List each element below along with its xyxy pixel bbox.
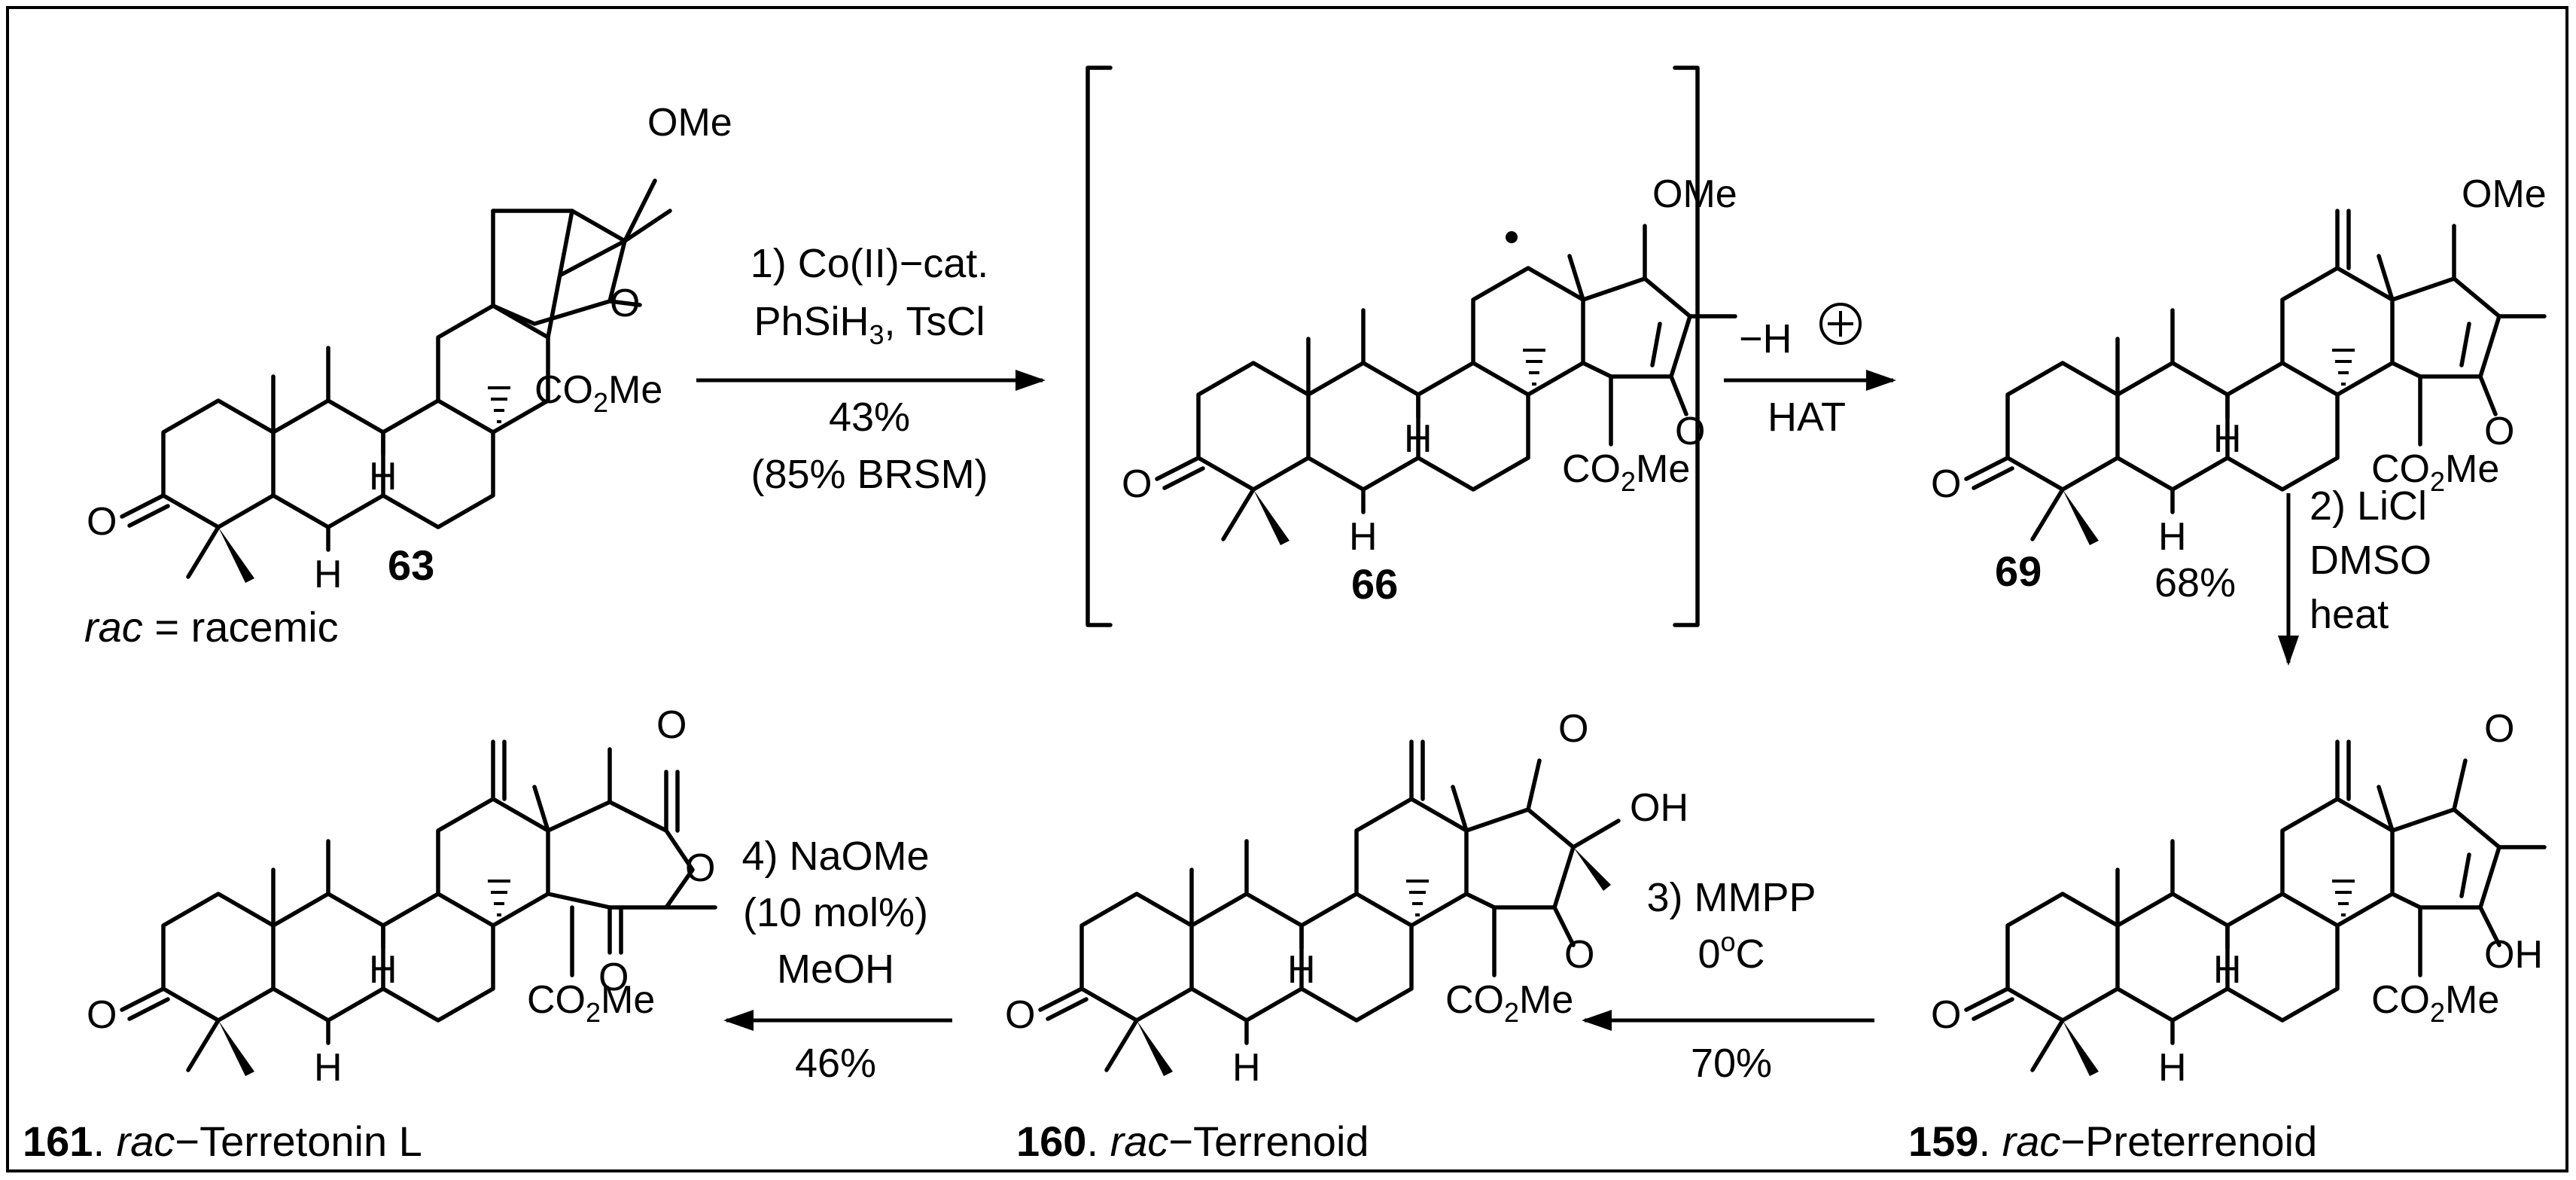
c69-c3-o: O xyxy=(1931,462,1961,506)
step1-silane: PhSiH3, TsCl xyxy=(754,299,985,350)
c159-h-9: H xyxy=(2213,948,2242,992)
c160-h-5: H xyxy=(1232,1046,1261,1090)
c161-ring-o: O xyxy=(685,846,715,890)
step2-yield: 68% xyxy=(2154,560,2236,605)
compound-159-label: 159. rac−Preterrenoid xyxy=(1908,1117,2317,1165)
c66-h-9: H xyxy=(1404,417,1433,461)
step2-solvent: DMSO xyxy=(2310,538,2431,583)
c159-ketone-o: O xyxy=(2484,707,2514,751)
c69-h-9: H xyxy=(2213,417,2242,461)
c69-h-5: H xyxy=(2158,515,2187,559)
c63-ome-label: OMe xyxy=(647,101,732,145)
c159-c3-o: O xyxy=(1931,993,1961,1037)
step3-temperature: 0oC xyxy=(1698,926,1765,977)
c160-oh: OH xyxy=(1630,786,1688,830)
compound-159: O OH O H H CO2Me xyxy=(1931,707,2547,1090)
compound-69: OMe O O H H CO2Me xyxy=(1931,172,2547,559)
plus-circle-icon xyxy=(1819,303,1862,345)
c63-h-9: H xyxy=(369,455,397,499)
compound-160-label: 160. rac−Terrenoid xyxy=(1016,1117,1369,1165)
c161-lactone-co: O xyxy=(656,703,687,747)
c161-ketone-o: O xyxy=(598,956,629,999)
step4-yield: 46% xyxy=(795,1041,876,1086)
step4-loading: (10 mol%) xyxy=(743,890,928,935)
scheme-frame xyxy=(6,6,2568,1172)
hat-label: HAT xyxy=(1768,395,1846,440)
step1-yield: 43% xyxy=(829,395,910,440)
compound-66: OMe O O H H CO2Me xyxy=(1122,172,1737,559)
c69-ketone-o: O xyxy=(2484,410,2514,453)
compound-number-63: 63 xyxy=(388,541,434,589)
c161-h-9: H xyxy=(369,948,397,992)
compound-161-label: 161. rac−Terretonin L xyxy=(23,1117,422,1165)
c63-ketone-o: O xyxy=(610,282,640,325)
bracket-right xyxy=(1673,66,1700,627)
step1-reagent: 1) Co(II)−cat. xyxy=(751,241,989,286)
step4-solvent: MeOH xyxy=(777,947,894,992)
hat-proton-loss: −H xyxy=(1739,316,1792,361)
step4-reagent: 4) NaOMe xyxy=(741,834,929,879)
compound-number-66: 66 xyxy=(1351,560,1398,608)
step1-brsm: (85% BRSM) xyxy=(751,452,988,497)
c159-enol-oh: OH xyxy=(2484,933,2543,977)
c160-ester: CO2Me xyxy=(1445,978,1573,1028)
c66-ome-label: OMe xyxy=(1652,172,1737,216)
step2-reagent: 2) LiCl xyxy=(2310,483,2427,529)
c161-ester: CO2Me xyxy=(527,978,655,1028)
c161-c3-o: O xyxy=(87,993,117,1037)
c63-ester: CO2Me xyxy=(534,368,662,418)
step3-reagent: 3) MMPP xyxy=(1646,875,1816,920)
c69-ester: CO2Me xyxy=(2371,447,2499,497)
c160-ketone-o-top: O xyxy=(1558,707,1588,751)
c161-h-5: H xyxy=(314,1046,343,1090)
c66-h-5: H xyxy=(1349,515,1378,559)
c160-h-9: H xyxy=(1287,948,1316,992)
c160-ketone-o-bottom: O xyxy=(1564,933,1594,977)
step3-yield: 70% xyxy=(1691,1041,1772,1086)
c69-ome-label: OMe xyxy=(2462,172,2547,216)
c159-ester: CO2Me xyxy=(2371,978,2499,1028)
c66-ketone-o: O xyxy=(1675,410,1705,453)
compound-63: OMe O O H H CO2Me xyxy=(87,101,732,596)
compound-number-69: 69 xyxy=(1995,547,2042,595)
compound-160: O OH O O H H CO2Me xyxy=(1005,707,1688,1090)
c63-h-5: H xyxy=(314,553,343,596)
step2-heat: heat xyxy=(2310,592,2389,637)
racemic-note: rac = racemic xyxy=(84,603,339,651)
bracket-left xyxy=(1086,66,1113,627)
c160-c3-o: O xyxy=(1005,993,1035,1037)
compound-161: O O O O H H CO2Me xyxy=(87,703,717,1090)
c159-h-5: H xyxy=(2158,1046,2187,1090)
c66-ester: CO2Me xyxy=(1562,447,1690,497)
c63-c3-o: O xyxy=(87,500,117,544)
c66-c3-o: O xyxy=(1122,462,1152,506)
